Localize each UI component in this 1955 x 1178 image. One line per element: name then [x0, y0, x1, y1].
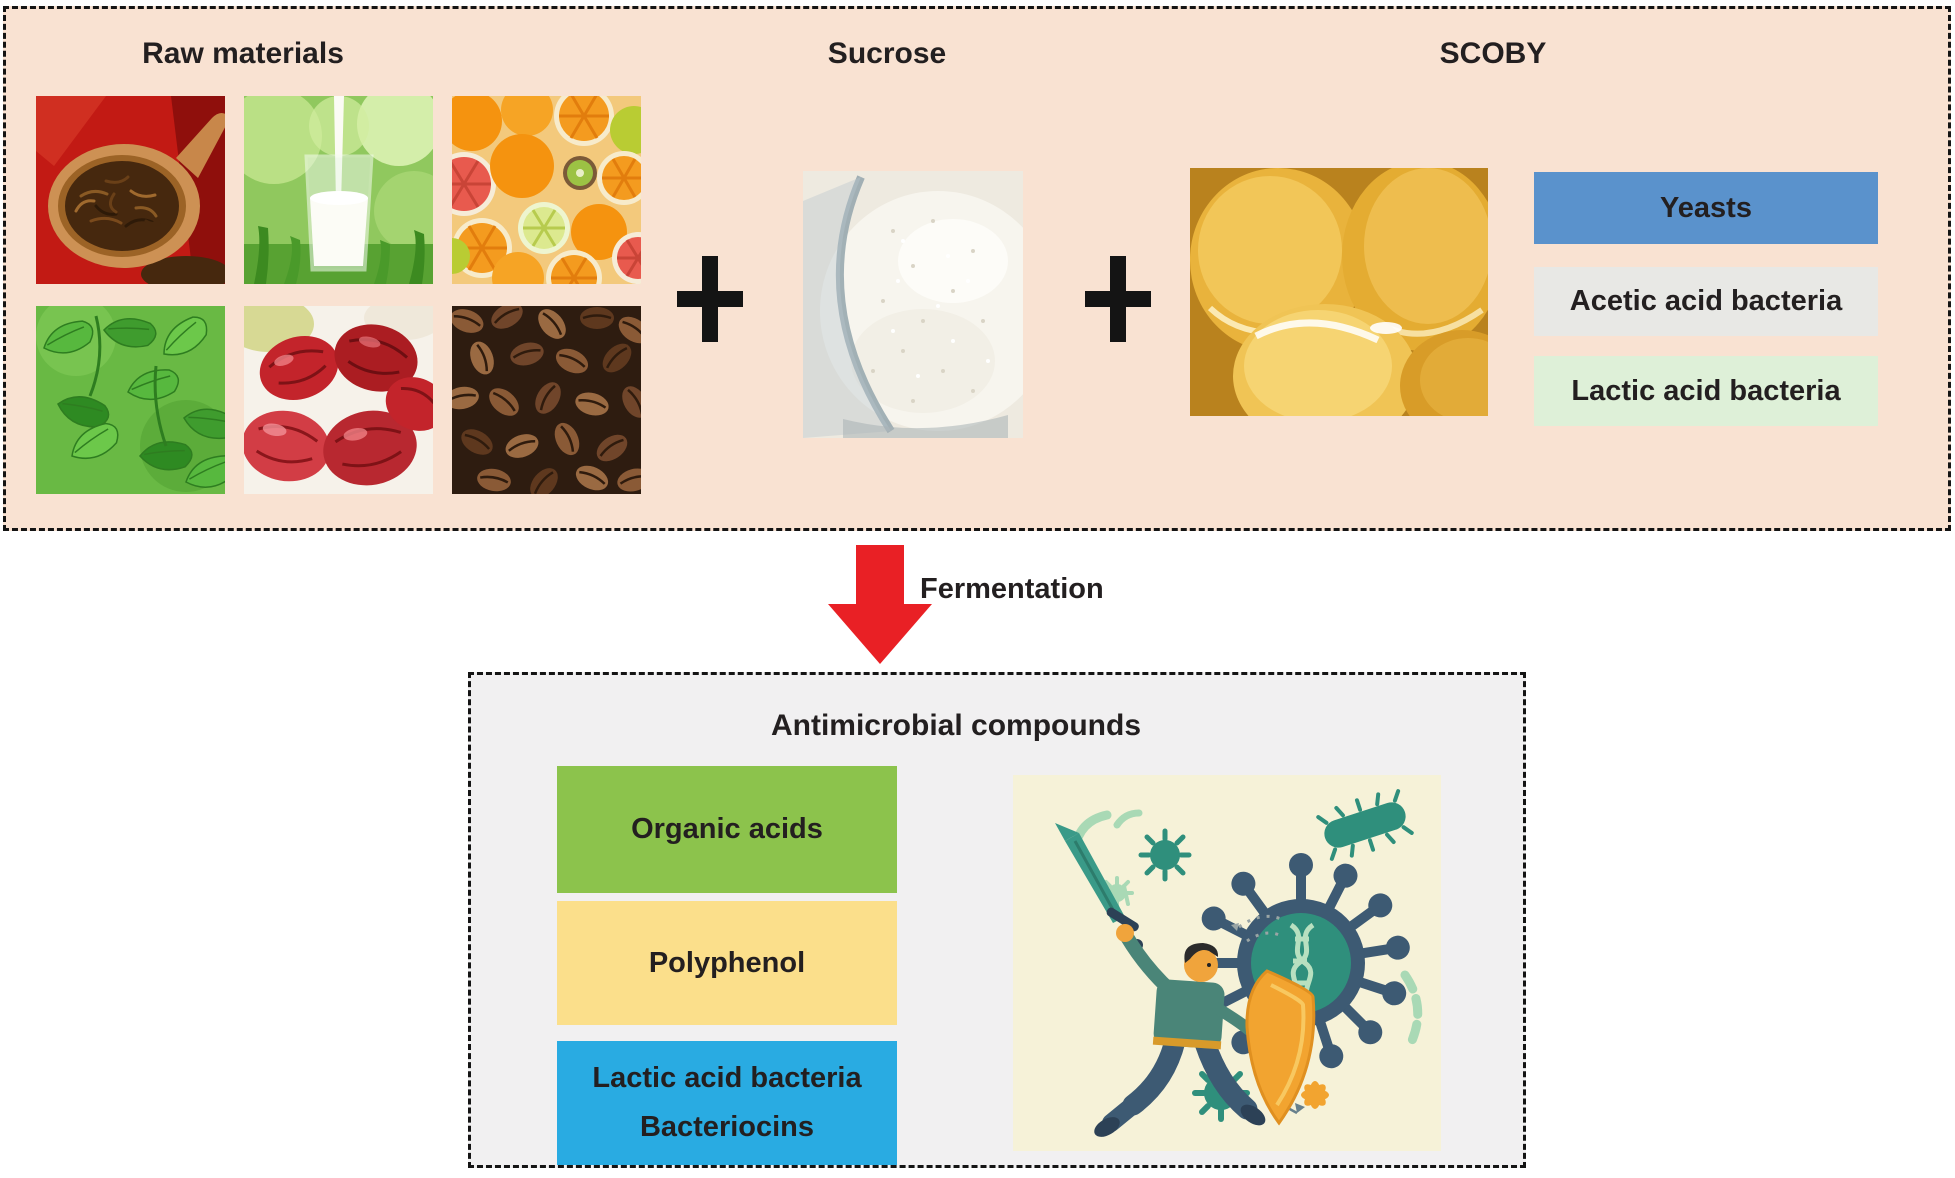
large-virus-icon: [1191, 853, 1412, 1074]
fermentation-arrowhead-icon: [828, 604, 932, 664]
leg: [1194, 1032, 1258, 1120]
plus-icon: [677, 256, 743, 342]
shoe: [1240, 1104, 1266, 1126]
ingredients-panel: Raw materials: [3, 6, 1951, 531]
plus-icon: [1085, 256, 1151, 342]
sucrose-title: Sucrose: [827, 37, 947, 70]
arrowhead-icon: [1295, 1103, 1305, 1113]
tea-leaves-image: [36, 96, 225, 284]
photo-scoby: [1190, 168, 1488, 416]
rod-bacterium-icon: [1316, 789, 1414, 861]
shoe: [1094, 1117, 1120, 1137]
mint-leaves-image: [36, 306, 225, 494]
compound-box-polyphenol: Polyphenol: [557, 901, 897, 1025]
shield-icon: [1245, 969, 1316, 1126]
fermentation-arrow-icon: [856, 545, 904, 605]
segmented-crescent-icon: [1400, 970, 1423, 1048]
sugar-bowl-image: [803, 171, 1023, 438]
scoby-label-text: Yeasts: [1660, 191, 1752, 224]
scoby-label-text: Acetic acid bacteria: [1569, 285, 1843, 317]
milk-image: [244, 96, 433, 284]
compound-box-organic-acids: Organic acids: [557, 766, 897, 893]
scoby-title: SCOBY: [1439, 37, 1547, 70]
illustration-man-fighting-microbes: [1013, 775, 1441, 1151]
arrowhead-icon: [1231, 923, 1239, 931]
photo-coffee-beans: [452, 306, 641, 494]
fermentation-label: Fermentation: [920, 573, 1104, 605]
flower-microbe-icon: [1301, 1081, 1329, 1109]
scoby-label-lactic-acid-bacteria: Lactic acid bacteria: [1534, 356, 1878, 426]
compound-label: Bacteriocins: [639, 1111, 815, 1143]
photo-tea-leaves: [36, 96, 225, 284]
warrior-figure: [1055, 823, 1316, 1137]
photo-sucrose: [803, 171, 1023, 438]
torso: [1152, 979, 1225, 1050]
red-dates-image: [244, 306, 433, 494]
coffee-beans-image: [452, 306, 641, 494]
scoby-label-yeasts: Yeasts: [1534, 172, 1878, 244]
antimicrobial-panel: Antimicrobial compounds Organic acids Po…: [468, 672, 1526, 1168]
photo-mint: [36, 306, 225, 494]
scoby-image: [1190, 168, 1488, 416]
compound-label: Polyphenol: [648, 946, 806, 979]
deflection-arcs-icon: [1238, 914, 1282, 943]
photo-milk: [244, 96, 433, 284]
hand: [1116, 924, 1134, 942]
small-virus-icon: [1138, 828, 1192, 882]
antimicrobial-illustration: [1013, 775, 1441, 1151]
antimicrobial-title: Antimicrobial compounds: [770, 709, 1142, 742]
scoby-label-text: Lactic acid bacteria: [1571, 374, 1841, 407]
compound-box-bacteriocins: Lactic acid bacteria Bacteriocins: [557, 1041, 897, 1165]
compound-label: Lactic acid bacteria: [592, 1062, 862, 1094]
head: [1184, 943, 1219, 982]
scoby-label-acetic-acid-bacteria: Acetic acid bacteria: [1534, 267, 1878, 336]
compound-label: Organic acids: [631, 813, 823, 845]
raw-materials-title: Raw materials: [142, 37, 344, 70]
sword-icon: [1055, 823, 1143, 951]
photo-red-dates: [244, 306, 433, 494]
citrus-image: [452, 96, 641, 284]
photo-citrus: [452, 96, 641, 284]
crescent-icon: [1113, 809, 1143, 829]
